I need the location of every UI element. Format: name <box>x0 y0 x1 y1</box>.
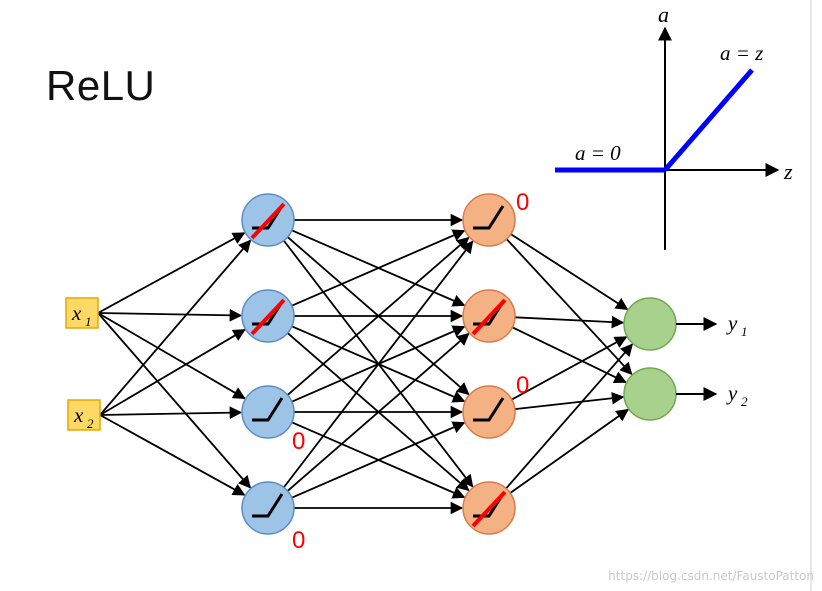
input-1-label: x <box>71 301 82 325</box>
connection-arrow <box>510 233 629 311</box>
connection-arrow <box>514 391 625 411</box>
layer2-neuron-4 <box>462 481 516 535</box>
output-2-subscript: 2 <box>741 394 748 409</box>
layer2-neuron-3: 0 <box>462 372 529 439</box>
connection-arrow <box>97 312 252 489</box>
layer1-neuron-1 <box>241 193 295 247</box>
layer2-neuron-1: 0 <box>462 189 529 247</box>
layer2-neuron-1-zero: 0 <box>516 189 529 216</box>
relu-identity-segment <box>663 68 754 172</box>
connection-arrow <box>99 406 243 419</box>
active-slash-icon <box>471 298 507 336</box>
relu-glyph-icon <box>252 397 284 422</box>
connection-arrow <box>291 229 466 307</box>
connection-arrow <box>97 312 246 400</box>
connection-arrow <box>283 240 474 488</box>
layer2-neuron-3-zero: 0 <box>516 372 529 399</box>
line-left-label: a = 0 <box>575 141 621 165</box>
layer1-neuron-4-zero: 0 <box>292 527 305 554</box>
slide-title: ReLU <box>46 62 156 109</box>
input-node-1: x 1 <box>65 297 99 329</box>
x-axis-label: z <box>783 159 793 184</box>
output-2-label: y <box>726 381 738 405</box>
relu-glyph-icon <box>473 397 505 422</box>
connection-arrow <box>99 328 246 416</box>
connection-arrow <box>99 239 252 416</box>
connection-arrow <box>99 414 246 496</box>
active-slash-icon <box>250 202 286 240</box>
active-slash-icon <box>250 298 286 336</box>
watermark: https://blog.csdn.net/FaustoPatton <box>608 569 814 583</box>
connection-arrow <box>97 232 246 314</box>
y-axis-label: a <box>658 2 669 27</box>
output-neuron-2: y 2 <box>623 367 748 421</box>
connection-arrow <box>509 408 629 494</box>
active-slash-icon <box>471 490 507 528</box>
connection-arrow <box>97 309 243 322</box>
connection-arrow <box>291 421 466 499</box>
connection-arrow <box>505 238 633 376</box>
line-right-label: a = z <box>720 41 763 65</box>
output-1-subscript: 1 <box>741 324 748 339</box>
layer1-neuron-2 <box>241 289 295 343</box>
connection-arrow <box>287 332 470 492</box>
layer2-neuron-2 <box>462 289 516 343</box>
output-neuron-1: y 1 <box>623 297 748 351</box>
input-node-2: x 2 <box>67 399 101 431</box>
layer1-neuron-3-zero: 0 <box>292 428 305 455</box>
relu-glyph-icon <box>252 493 284 518</box>
layer1-neuron-4: 0 <box>241 481 305 554</box>
output-1-label: y <box>726 311 738 335</box>
input-2-subscript: 2 <box>87 416 94 431</box>
connection-arrow <box>505 343 634 490</box>
input-1-subscript: 1 <box>85 314 92 329</box>
connection-arrow <box>287 236 470 396</box>
layer1-neuron-3: 0 <box>241 385 305 455</box>
connection-arrow <box>512 326 627 384</box>
connection-arrow <box>514 315 625 329</box>
input-2-label: x <box>73 403 84 427</box>
relu-graph: a z a = z a = 0 <box>555 2 793 250</box>
slide-edge <box>810 0 812 591</box>
network-edges <box>97 213 634 515</box>
relu-glyph-icon <box>473 205 505 230</box>
connection-arrow <box>511 336 628 401</box>
